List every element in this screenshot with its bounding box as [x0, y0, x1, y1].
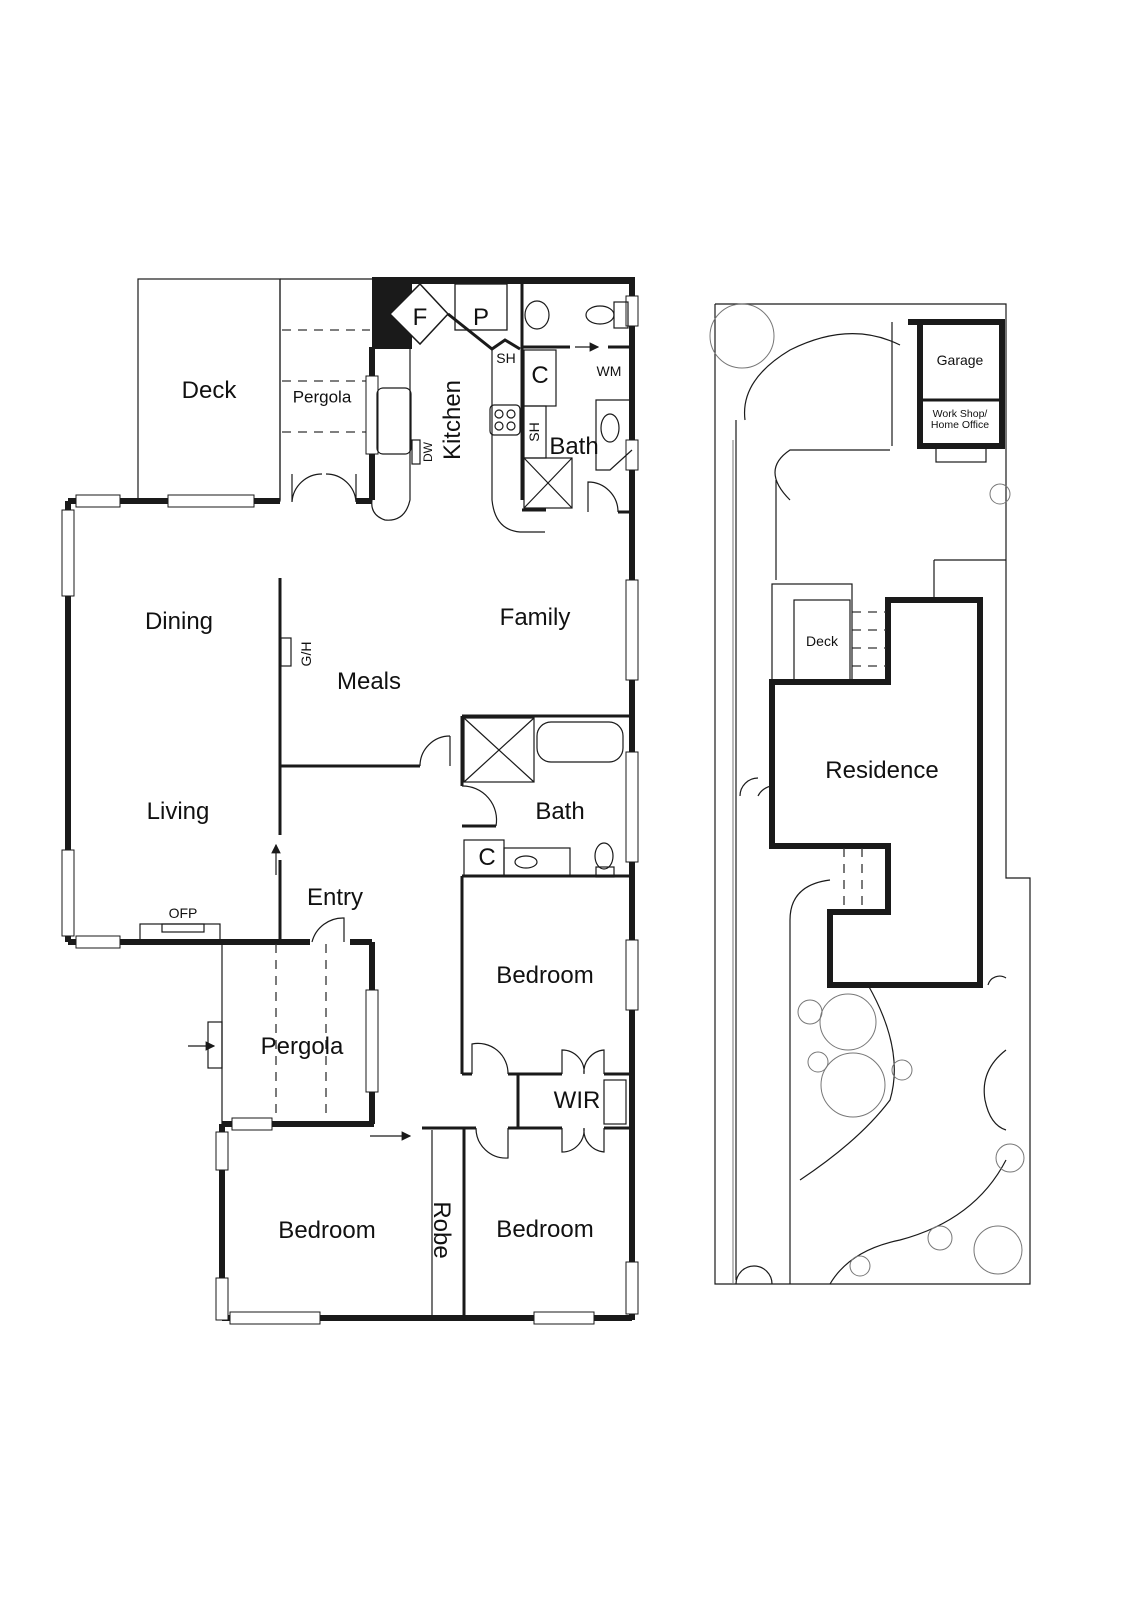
label-pergola-rear: Pergola: [292, 387, 352, 407]
label-dining: Dining: [144, 608, 214, 635]
rear-double-door[interactable]: [291, 473, 357, 503]
bathtub-icon: [536, 721, 624, 763]
label-pergola-front: Pergola: [260, 1033, 344, 1060]
toilet-icon: [524, 300, 550, 330]
label-bath-2: Bath: [535, 798, 585, 825]
label-bath-1: Bath: [549, 433, 599, 460]
label-shelf-1: SH: [496, 350, 516, 366]
label-living: Living: [146, 798, 210, 825]
label-family: Family: [499, 604, 571, 631]
label-bedroom-1: Bedroom: [496, 962, 594, 989]
entry-door[interactable]: [311, 917, 345, 943]
label-open-fireplace: OFP: [168, 905, 198, 921]
toilet-icon-2: [594, 842, 614, 870]
label-washing-machine: WM: [596, 363, 622, 379]
label-site-deck: Deck: [806, 633, 838, 649]
label-pantry: P: [472, 304, 490, 331]
label-garage: Garage: [936, 352, 984, 368]
label-fridge: F: [412, 304, 428, 331]
label-robe: Robe: [428, 1201, 455, 1259]
windows: [61, 295, 639, 1325]
pantry-icon: [454, 283, 508, 331]
label-dishwasher: DW: [421, 442, 435, 462]
label-gas-heater: G/H: [298, 641, 314, 667]
label-bedroom-3: Bedroom: [278, 1217, 376, 1244]
label-workshop-line1: Work Shop/: [932, 407, 988, 420]
label-entry: Entry: [306, 884, 364, 911]
label-residence: Residence: [825, 757, 939, 784]
cooktop-icon: [489, 404, 521, 436]
fridge-icon: [388, 282, 450, 346]
shower-2: [463, 717, 535, 783]
label-workshop: Work Shop/ Home Office: [930, 407, 990, 431]
label-cupboard-2: C: [478, 844, 496, 871]
label-bedroom-2: Bedroom: [496, 1216, 594, 1243]
dishwasher-icon: [411, 439, 421, 465]
shower-1: [523, 457, 573, 509]
label-workshop-line2: Home Office: [930, 419, 990, 431]
label-wir: WIR: [553, 1087, 601, 1114]
label-kitchen: Kitchen: [439, 379, 466, 461]
basin-icon: [600, 413, 620, 443]
site-plan: [709, 303, 1031, 1285]
bath-door[interactable]: [587, 481, 619, 513]
label-deck: Deck: [181, 377, 237, 404]
label-shelf-2: SH: [526, 422, 542, 442]
label-cupboard-1: C: [531, 362, 549, 389]
gas-heater-icon: [280, 637, 292, 667]
sink-icon: [376, 387, 412, 455]
label-meals: Meals: [336, 668, 402, 695]
